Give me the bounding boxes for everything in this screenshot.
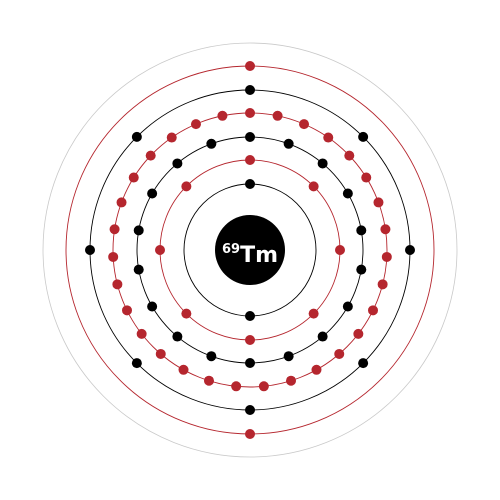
electron-shell-4 — [145, 150, 156, 161]
electron-shell-4 — [368, 305, 378, 316]
electron-shell-2 — [181, 181, 192, 192]
nucleus: 69Tm — [215, 215, 285, 285]
electron-shell-3 — [147, 188, 158, 199]
electron-shell-2 — [181, 308, 192, 319]
electron-shell-4 — [272, 110, 283, 121]
electron-shell-1 — [245, 179, 255, 189]
electron-shell-3 — [206, 351, 217, 362]
electron-shell-3 — [172, 158, 183, 169]
electron-shell-4 — [217, 110, 228, 121]
electron-shell-3 — [283, 351, 294, 362]
electron-shell-4 — [380, 224, 391, 235]
nucleus-circle — [215, 215, 285, 285]
electron-shell-4 — [377, 279, 388, 290]
electron-shell-2 — [245, 335, 255, 345]
electron-shell-2 — [335, 245, 345, 255]
electron-shell-4 — [109, 224, 120, 235]
electron-shell-3 — [283, 138, 294, 149]
electron-shell-5 — [405, 245, 415, 255]
electron-shell-5 — [131, 358, 142, 369]
electron-shell-2 — [155, 245, 165, 255]
electron-shell-4 — [178, 364, 189, 375]
electron-shell-4 — [299, 119, 310, 130]
electron-shell-4 — [245, 108, 255, 118]
electron-shell-4 — [122, 305, 132, 316]
electron-shell-3 — [317, 158, 328, 169]
electron-shell-4 — [334, 348, 345, 359]
electron-shell-3 — [133, 264, 144, 275]
electron-shell-4 — [373, 197, 384, 208]
electron-shell-4 — [381, 251, 392, 262]
electron-group — [85, 61, 415, 439]
element-label: 69Tm — [222, 242, 278, 268]
electron-shell-5 — [358, 358, 369, 369]
electron-shell-5 — [245, 405, 255, 415]
electron-shell-4 — [286, 375, 297, 386]
electron-shell-3 — [172, 331, 183, 342]
electron-shell-5 — [131, 131, 142, 142]
electron-shell-5 — [85, 245, 95, 255]
electron-shell-2 — [308, 308, 319, 319]
electron-shell-4 — [108, 251, 119, 262]
electron-shell-3 — [356, 264, 367, 275]
electron-shell-3 — [133, 225, 144, 236]
electron-shell-4 — [231, 381, 242, 392]
electron-shell-3 — [342, 188, 353, 199]
electron-shell-3 — [356, 225, 367, 236]
electron-shell-4 — [116, 197, 127, 208]
electron-shell-4 — [155, 348, 166, 359]
electron-shell-5 — [358, 131, 369, 142]
electron-shell-4 — [190, 119, 201, 130]
electron-shell-2 — [245, 155, 255, 165]
electron-shell-4 — [112, 279, 123, 290]
electron-shell-3 — [317, 331, 328, 342]
element-symbol: Tm — [240, 243, 278, 268]
atomic-number: 69 — [222, 242, 240, 257]
electron-shell-3 — [206, 138, 217, 149]
electron-shell-4 — [166, 132, 177, 143]
electron-shell-5 — [245, 85, 255, 95]
electron-shell-4 — [136, 328, 147, 339]
electron-shell-4 — [311, 364, 322, 375]
outer-boundary-circle — [42, 42, 458, 458]
electron-shell-6 — [245, 429, 255, 439]
electron-shell-4 — [361, 172, 372, 183]
electron-shell-4 — [258, 381, 269, 392]
electron-shell-4 — [344, 150, 355, 161]
electron-shell-3 — [245, 132, 255, 142]
electron-shell-2 — [308, 181, 319, 192]
electron-shell-4 — [203, 375, 214, 386]
electron-shell-4 — [128, 172, 139, 183]
electron-shell-1 — [245, 311, 255, 321]
electron-shell-3 — [147, 301, 158, 312]
electron-shell-4 — [323, 132, 334, 143]
electron-shell-4 — [353, 328, 364, 339]
electron-shell-3 — [245, 358, 255, 368]
electron-shell-6 — [245, 61, 255, 71]
electron-shell-3 — [342, 301, 353, 312]
